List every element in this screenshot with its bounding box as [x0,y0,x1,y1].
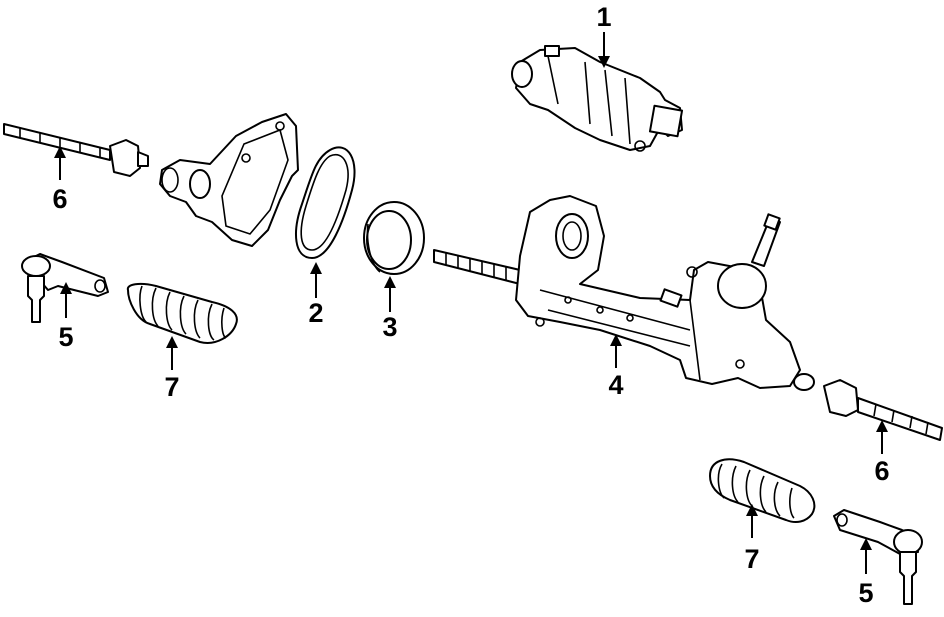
callout-3-seal-ring: 3 [382,312,398,342]
tie-rod-end-left-part [21,253,109,323]
rack-gear-part [433,195,815,391]
seal-ring-part [363,201,425,275]
callout-6-inner-tie-rod-left: 6 [52,184,68,214]
tie-rod-end-right-part [833,509,923,605]
callout-6-inner-tie-rod-right: 6 [874,456,890,486]
inner-tie-rod-left-part [3,123,149,177]
callout-7-boot-right: 7 [744,544,760,574]
inner-tie-rod-right-part [823,379,943,441]
callout-1-motor: 1 [596,2,612,32]
callout-5-tie-rod-end-right: 5 [858,578,874,608]
assist-motor-part [511,45,684,152]
boot-right-part [709,458,816,523]
boot-left-part [126,282,238,344]
valve-housing-part [159,113,299,247]
leader-lines [54,32,888,574]
oring-part [295,146,356,259]
callout-4-rack-gear: 4 [608,370,624,400]
callout-2-oring: 2 [308,298,324,328]
callout-5-tie-rod-end-left: 5 [58,322,74,352]
callout-7-boot-left: 7 [164,372,180,402]
